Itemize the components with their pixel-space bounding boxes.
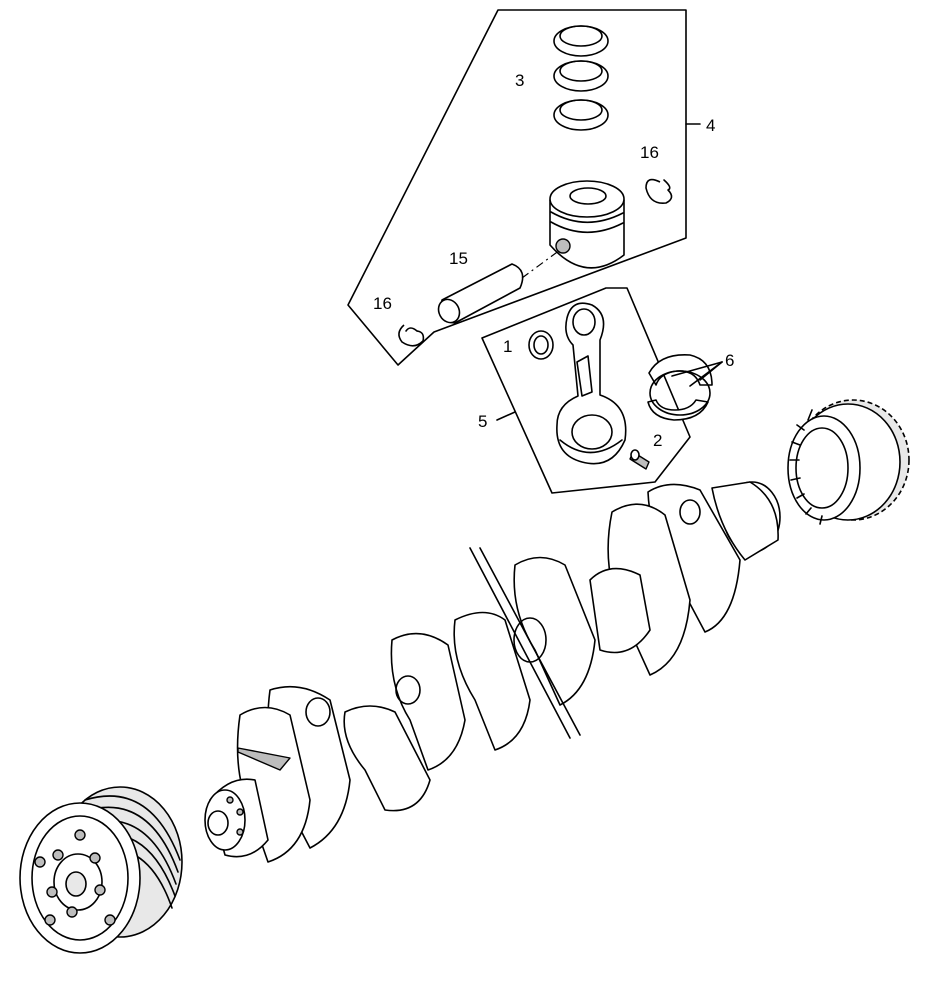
pulley	[19, 786, 183, 954]
bolt	[629, 449, 650, 470]
bushing	[528, 330, 554, 360]
piston-assembly-outline	[347, 9, 687, 366]
crankshaft	[204, 481, 781, 863]
break-lines	[469, 547, 581, 739]
connecting-rod-outline	[481, 287, 691, 494]
leader-lines	[496, 123, 723, 421]
callout-16-lower: 16	[373, 294, 392, 313]
callout-3: 3	[515, 71, 524, 90]
piston	[549, 180, 625, 269]
callout-5: 5	[478, 412, 487, 431]
piston-rings	[553, 25, 609, 131]
crankshaft-gear	[787, 399, 910, 525]
bearing-shells	[647, 354, 713, 421]
callout-6: 6	[725, 351, 734, 370]
callout-15: 15	[449, 249, 468, 268]
callout-4: 4	[706, 116, 715, 135]
pin-axis-line	[521, 249, 561, 279]
piston-pin	[437, 263, 524, 324]
callout-16-upper: 16	[640, 143, 659, 162]
snap-ring-upper	[645, 178, 673, 205]
callout-1: 1	[503, 337, 512, 356]
connecting-rod	[556, 302, 627, 465]
callout-2: 2	[653, 431, 662, 450]
snap-ring-lower	[398, 324, 425, 347]
